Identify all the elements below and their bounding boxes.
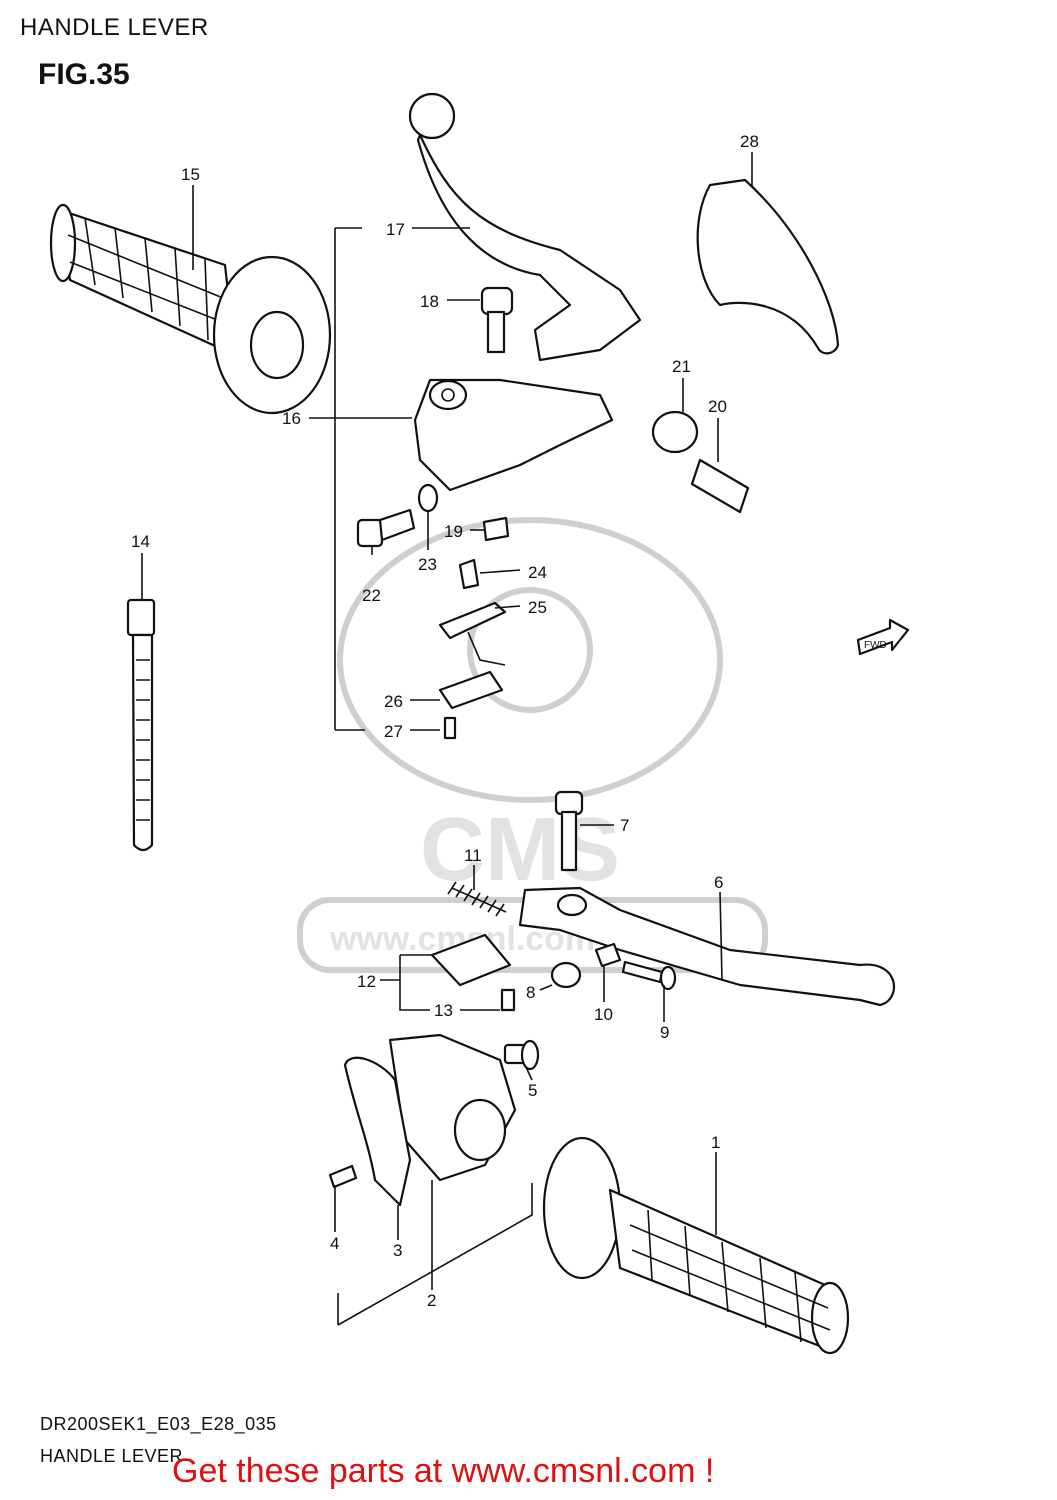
- callout-1[interactable]: 1: [711, 1133, 720, 1152]
- screw-4-part[interactable]: [328, 1164, 358, 1189]
- callout-5[interactable]: 5: [528, 1081, 537, 1100]
- callout-25[interactable]: 25: [528, 598, 547, 617]
- cable-adjuster-20-part[interactable]: [690, 458, 750, 514]
- screw-27-part[interactable]: [443, 716, 457, 740]
- callout-20[interactable]: 20: [708, 397, 727, 416]
- right-grip-part[interactable]: [542, 1136, 850, 1355]
- model-code: DR200SEK1_E03_E28_035: [40, 1414, 277, 1434]
- callout-15[interactable]: 15: [181, 165, 200, 184]
- screw-13-part[interactable]: [500, 988, 516, 1012]
- callout-17[interactable]: 17: [386, 220, 405, 239]
- callout-18[interactable]: 18: [420, 292, 439, 311]
- callout-19[interactable]: 19: [444, 522, 463, 541]
- band-14-part[interactable]: [126, 598, 156, 852]
- callout-6[interactable]: 6: [714, 873, 723, 892]
- nut-10-part[interactable]: [594, 942, 622, 968]
- callout-13[interactable]: 13: [434, 1001, 453, 1020]
- pivot-bolt-7-part[interactable]: [554, 790, 584, 872]
- switch-clip-24-part[interactable]: [458, 558, 480, 590]
- callout-7[interactable]: 7: [620, 816, 629, 835]
- callout-9[interactable]: 9: [660, 1023, 669, 1042]
- brake-lever-6-part[interactable]: [518, 886, 895, 1007]
- switch-12-part[interactable]: [430, 933, 512, 987]
- callout-12[interactable]: 12: [357, 972, 376, 991]
- callout-24[interactable]: 24: [528, 563, 547, 582]
- figure-title: FIG.35: [38, 58, 130, 91]
- callout-28[interactable]: 28: [740, 132, 759, 151]
- bolt-22-part[interactable]: [356, 508, 416, 548]
- watermark-brand: CMS: [420, 800, 620, 900]
- screw-5-part[interactable]: [503, 1039, 540, 1071]
- bolt-18-part[interactable]: [480, 286, 514, 354]
- callout-8[interactable]: 8: [526, 983, 535, 1002]
- clutch-lever-part[interactable]: [408, 92, 642, 362]
- switch-body-26-part[interactable]: [438, 670, 504, 710]
- lever-holder-2-part[interactable]: [388, 1033, 517, 1182]
- section-name: HANDLE LEVER: [40, 1446, 184, 1466]
- callout-26[interactable]: 26: [384, 692, 403, 711]
- callout-21[interactable]: 21: [672, 357, 691, 376]
- left-grip-part[interactable]: [49, 203, 332, 415]
- nut-8-part[interactable]: [550, 961, 582, 989]
- cta-link[interactable]: Get these parts at www.cmsnl.com !: [172, 1452, 715, 1490]
- fwd-label: FWD: [864, 640, 887, 651]
- callout-10[interactable]: 10: [594, 1005, 613, 1024]
- holder-3-part[interactable]: [343, 1056, 412, 1207]
- callout-23[interactable]: 23: [418, 555, 437, 574]
- callout-14[interactable]: 14: [131, 532, 150, 551]
- washer-23-part[interactable]: [417, 483, 439, 513]
- leader-lines: [141, 152, 753, 1326]
- callout-4[interactable]: 4: [330, 1234, 339, 1253]
- callout-27[interactable]: 27: [384, 722, 403, 741]
- callout-11[interactable]: 11: [464, 846, 482, 865]
- spring-11-part[interactable]: [447, 881, 507, 917]
- nut-19-part[interactable]: [482, 516, 510, 542]
- callout-16[interactable]: 16: [282, 409, 301, 428]
- adjuster-nut-21-part[interactable]: [651, 410, 699, 454]
- screw-9-part[interactable]: [621, 960, 677, 991]
- lever-cover-28-part[interactable]: [696, 178, 840, 355]
- switch-plate-25-part[interactable]: [438, 601, 507, 666]
- callout-3[interactable]: 3: [393, 1241, 402, 1260]
- forward-direction-badge: FWD: [856, 618, 910, 656]
- callout-2[interactable]: 2: [427, 1291, 436, 1310]
- lever-bracket-part[interactable]: [413, 378, 614, 492]
- callout-22[interactable]: 22: [362, 586, 381, 605]
- part-callouts: 1 2 3 4 5 6 7 8 9 10 11 12 13 14 15 16 1…: [131, 132, 759, 1310]
- page-header: HANDLE LEVER: [20, 14, 209, 41]
